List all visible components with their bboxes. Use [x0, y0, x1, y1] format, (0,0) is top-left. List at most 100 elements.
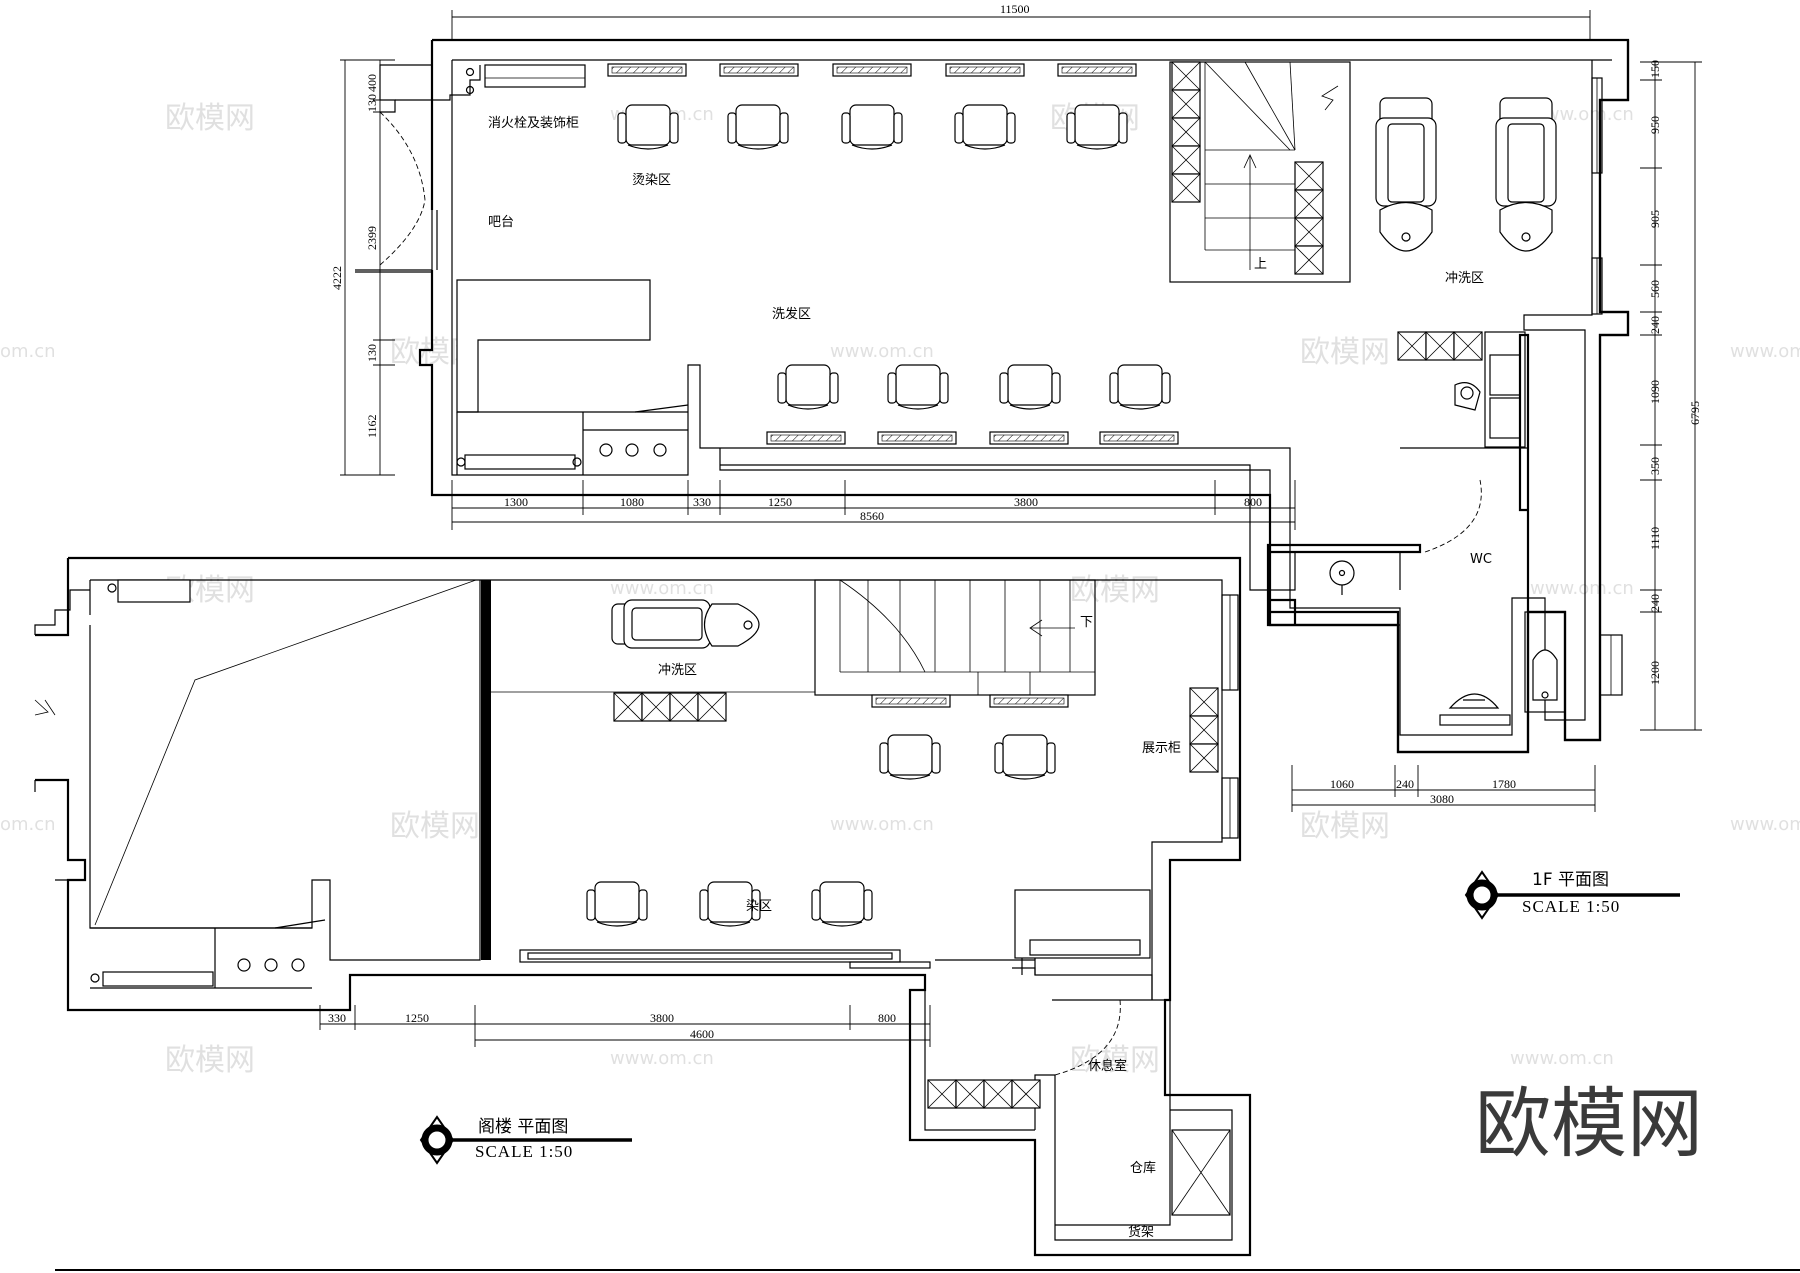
- dim-1f-top-total: 11500: [1000, 2, 1030, 16]
- mirror: [832, 63, 912, 77]
- lounge-cabinet: [1014, 889, 1151, 959]
- label-hydrant-cabinet: 消火栓及装饰柜: [488, 116, 579, 131]
- watermark-url: www.om.cn: [610, 578, 714, 599]
- label-shelf: 货架: [1128, 1224, 1154, 1240]
- watermark-brand: 欧模网: [1300, 809, 1390, 844]
- title-block-attic: 阁楼 平面图 SCALE 1:50: [419, 1115, 632, 1165]
- dim-1f-bottom-total: 8560: [860, 509, 884, 523]
- stair-attic: 下: [814, 579, 1096, 696]
- watermark-url: www.om.cn: [1530, 578, 1634, 599]
- dim-1f-right: 240: [1648, 316, 1662, 334]
- mirror: [719, 63, 799, 77]
- dim-attic: 330: [328, 1011, 346, 1025]
- label-rinse-area-attic: 冲洗区: [658, 663, 697, 678]
- dim-ticks-attic: [319, 1005, 931, 1047]
- label-perm-area: 烫染区: [632, 173, 671, 188]
- plan-attic: 下: [34, 556, 1252, 1257]
- scale-attic: SCALE 1:50: [475, 1142, 573, 1161]
- wash-bed: [611, 599, 760, 649]
- dim-1f-bottom: 1300: [504, 495, 528, 509]
- dim-1f-right: 560: [1648, 280, 1662, 298]
- watermark-url: www.om.cn: [1510, 1048, 1614, 1069]
- dim-1f-bottom: 3800: [1014, 495, 1038, 509]
- wash-bed: [1495, 97, 1557, 252]
- watermark-url: www.om.cn: [1530, 104, 1634, 125]
- styling-chair: [777, 364, 839, 410]
- styling-chair: [811, 881, 873, 927]
- glass-partition: [481, 580, 491, 960]
- mirror: [766, 431, 846, 445]
- dim-1f-right: 1090: [1648, 380, 1662, 404]
- styling-chair: [954, 104, 1016, 150]
- dim-1f-left: 2399: [365, 226, 379, 250]
- styling-chair: [999, 364, 1061, 410]
- hydrant-cabinet: [484, 64, 586, 88]
- dim-1f-right: 1110: [1648, 527, 1662, 550]
- label-rinse-area: 冲洗区: [1445, 271, 1484, 286]
- dim-1f-left: 130: [365, 94, 379, 112]
- dim-1f-right: 950: [1648, 116, 1662, 134]
- dim-1f-right: 150: [1648, 60, 1662, 78]
- watermark-brand: 欧模网: [1070, 1043, 1160, 1078]
- dim-attic-total: 4600: [690, 1027, 714, 1041]
- dim-1f-bottom: 1250: [768, 495, 792, 509]
- watermark-brand: 欧模网: [390, 809, 480, 844]
- styling-chair: [841, 104, 903, 150]
- label-storage: 仓库: [1130, 1160, 1156, 1176]
- dim-attic: 1250: [405, 1011, 429, 1025]
- label-display-cabinet: 展示柜: [1142, 741, 1181, 756]
- dim-1f-left: 400: [365, 74, 379, 92]
- watermark-brand: 欧模网: [165, 101, 255, 136]
- watermark-url: om.cn: [0, 814, 56, 835]
- styling-chair: [727, 104, 789, 150]
- styling-chair: [586, 881, 648, 927]
- mirror: [871, 694, 951, 708]
- dim-attic: 3800: [650, 1011, 674, 1025]
- mirror: [607, 63, 687, 77]
- dim-ticks-1f-bottom: [451, 480, 1296, 530]
- watermark-url: www.om.cn: [610, 1048, 714, 1069]
- stair-down-label: 下: [1080, 615, 1093, 630]
- styling-chair: [887, 364, 949, 410]
- styling-chair: [1109, 364, 1171, 410]
- dim-wc: 1780: [1492, 777, 1516, 791]
- stair-1f: 上: [1169, 61, 1351, 283]
- dim-1f-left: 130: [365, 344, 379, 362]
- label-bar-counter: 吧台: [488, 215, 514, 230]
- watermark-brand: 欧模网: [1300, 335, 1390, 370]
- dim-ticks-1f-left: [340, 59, 395, 476]
- dim-ticks-wc: [1291, 765, 1596, 812]
- stair-up-label: 上: [1254, 257, 1267, 272]
- styling-chair: [1066, 104, 1128, 150]
- dim-wc: 1060: [1330, 777, 1354, 791]
- mirror: [945, 63, 1025, 77]
- dim-1f-left: 1162: [365, 414, 379, 438]
- watermark-brand: 欧模网: [165, 1043, 255, 1078]
- mirror: [989, 431, 1069, 445]
- mirror: [877, 431, 957, 445]
- label-wc: WC: [1470, 552, 1492, 567]
- watermark-url: www.om.cn: [1730, 814, 1800, 835]
- wc-door-arc: [1424, 479, 1482, 553]
- mirror: [1057, 63, 1137, 77]
- styling-chair: [617, 104, 679, 150]
- watermark-url: www.om.cn: [830, 341, 934, 362]
- title-attic: 阁楼 平面图: [478, 1117, 568, 1137]
- dim-attic: 800: [878, 1011, 896, 1025]
- dim-1f-right-total: 6795: [1688, 401, 1702, 425]
- brand-logo-watermark: 欧模网: [1475, 1079, 1703, 1168]
- wash-bed: [1375, 97, 1437, 252]
- watermark-url: om.cn: [0, 341, 56, 362]
- dim-1f-right: 1200: [1648, 661, 1662, 685]
- mirror: [1099, 431, 1179, 445]
- stair-void-diagonal: [94, 579, 477, 926]
- dim-1f-bottom: 800: [1244, 495, 1262, 509]
- dim-1f-left-total: 4222: [330, 266, 344, 290]
- dim-1f-right: 240: [1648, 594, 1662, 612]
- 1f-outer-wall-main: [418, 40, 1630, 754]
- styling-chair: [879, 734, 941, 780]
- dim-wc-total: 3080: [1430, 792, 1454, 806]
- dim-1f-right: 905: [1648, 210, 1662, 228]
- watermark-brand: 欧模网: [1070, 573, 1160, 608]
